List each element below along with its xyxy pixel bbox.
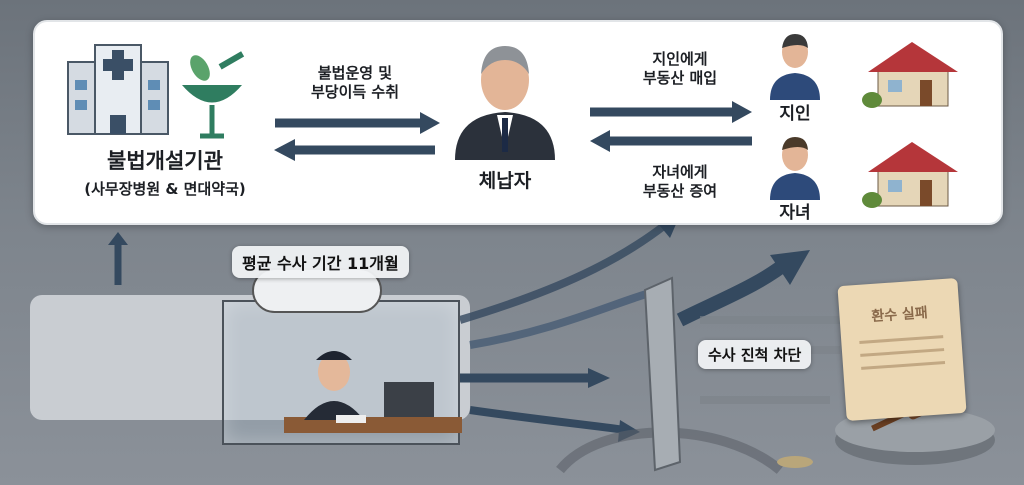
house-icon-acquaintance — [862, 42, 958, 108]
investigation-blocked-label: 수사 진척 차단 — [698, 340, 812, 369]
child-gift-label: 자녀에게 부동산 증여 — [605, 163, 755, 201]
investigation-period-label: 평균 수사 기간 11개월 — [232, 246, 409, 278]
flow-diagram-icons — [67, 34, 958, 208]
up-arrow-head — [108, 232, 128, 245]
escape-arrow-2 — [676, 254, 795, 327]
house-icon-child — [862, 142, 958, 208]
recovery-failed-text: 환수 실패 — [870, 305, 929, 326]
debtor-person-icon — [455, 46, 555, 160]
coins-icon — [777, 456, 813, 468]
illegal-profit-line2: 부당이득 수취 — [310, 82, 400, 101]
acquaintance-line1: 지인에게 — [652, 50, 708, 68]
institution-title: 불법개설기관 — [107, 149, 223, 173]
child-label: 자녀 — [779, 203, 811, 223]
pharmacy-bowl-icon — [182, 51, 245, 139]
blocked-arrow-2 — [469, 406, 626, 434]
acquaintance-purchase-label: 지인에게 부동산 매입 — [605, 50, 755, 88]
child-line1: 자녀에게 — [652, 163, 708, 181]
debtor-label: 체납자 — [478, 170, 532, 192]
illegal-profit-flow-label: 불법운영 및 부당이득 수취 — [285, 64, 425, 102]
frustrated-officer-icon — [284, 351, 464, 433]
acquaintance-person-icon — [770, 34, 820, 100]
recovery-failed-document: 환수 실패 — [837, 277, 967, 422]
escape-arrow-1 — [458, 221, 668, 324]
illegal-profit-line1: 불법운영 및 — [317, 64, 393, 82]
investigation-glass-box — [222, 300, 464, 445]
hospital-icon — [67, 44, 169, 135]
acquaintance-label: 지인 — [779, 104, 811, 124]
child-line2: 부동산 증여 — [642, 181, 718, 200]
acquaintance-line2: 부동산 매입 — [642, 68, 718, 87]
blocking-wall — [643, 276, 682, 472]
child-person-icon — [770, 137, 820, 200]
institution-subtitle: (사무장병원 & 면대약국) — [84, 180, 246, 198]
